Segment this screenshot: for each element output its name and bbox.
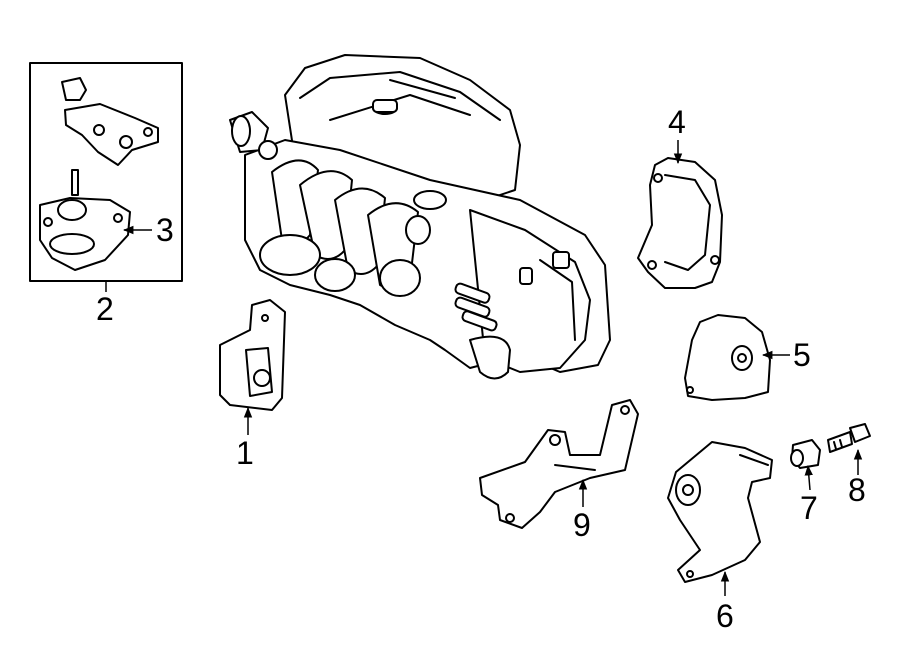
callout-3[interactable]: 3	[156, 212, 174, 248]
side-mount-bracket[interactable]	[219, 299, 286, 411]
transmission-mount[interactable]	[667, 441, 773, 583]
callout-2[interactable]: 2	[96, 291, 114, 327]
engine-assembly	[229, 54, 611, 380]
callout-9[interactable]: 9	[573, 507, 591, 543]
callout-1[interactable]: 1	[236, 435, 254, 471]
callout-6[interactable]: 6	[716, 598, 734, 634]
leader-lines	[122, 140, 863, 596]
mount-bolt[interactable]	[827, 423, 871, 453]
lower-mount-assembly[interactable]	[39, 169, 131, 271]
frame-bracket[interactable]	[479, 399, 639, 529]
callout-5[interactable]: 5	[793, 337, 811, 373]
rear-engine-mount[interactable]	[684, 314, 771, 401]
upper-mount-bracket[interactable]	[61, 77, 159, 166]
callout-8[interactable]: 8	[848, 472, 866, 508]
callout-4[interactable]: 4	[668, 104, 686, 140]
upper-torque-bracket[interactable]	[637, 157, 723, 289]
callout-7[interactable]: 7	[800, 490, 818, 526]
mount-bushing[interactable]	[790, 439, 821, 469]
